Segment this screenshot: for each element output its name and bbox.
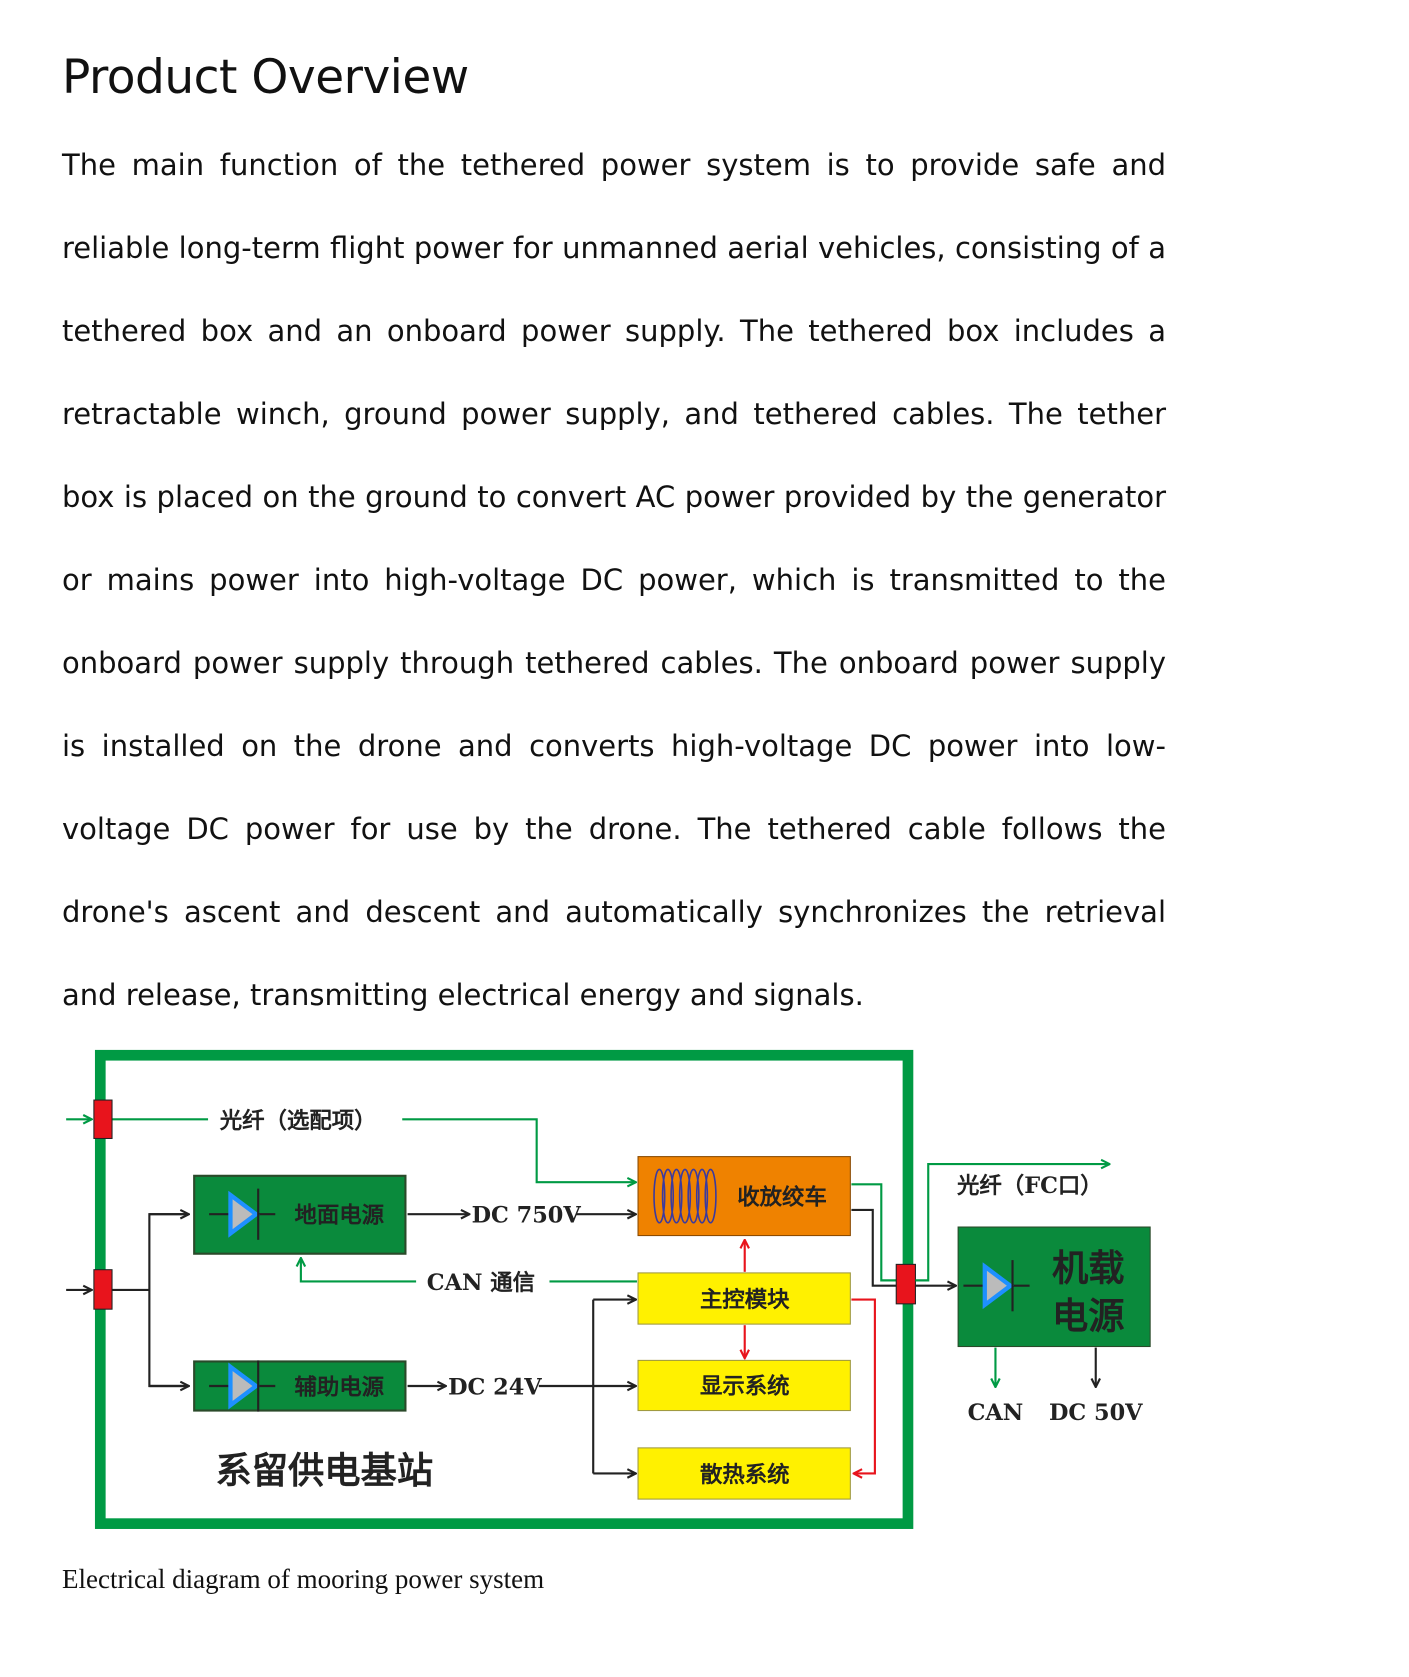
can-output-label: CAN	[968, 1400, 1024, 1426]
page-title: Product Overview	[62, 50, 469, 105]
cooling-box	[637, 1447, 851, 1500]
connector-power	[93, 1269, 113, 1310]
overview-paragraph: The main function of the tethered power …	[62, 148, 1166, 1012]
dc24-label: DC 24V	[448, 1375, 542, 1401]
winch-label: 收放绞车	[737, 1184, 827, 1211]
fiber-fc-label: 光纤（FC口）	[956, 1172, 1103, 1199]
connector-fiber	[93, 1099, 113, 1140]
ground-power-label: 地面电源	[295, 1203, 385, 1229]
display-label: 显示系统	[700, 1372, 790, 1399]
main-control-box	[637, 1272, 851, 1325]
onboard-label-2: 电源	[1052, 1294, 1125, 1337]
figure-caption: Electrical diagram of mooring power syst…	[62, 1564, 545, 1594]
cooling-label: 散热系统	[700, 1461, 790, 1488]
display-box	[637, 1359, 851, 1412]
connector-tether	[895, 1263, 916, 1305]
dc750-label: DC 750V	[472, 1203, 582, 1229]
station-label: 系留供电基站	[216, 1449, 434, 1492]
coil-icon	[653, 1168, 717, 1224]
aux-power-label: 辅助电源	[295, 1374, 385, 1401]
main-control-label: 主控模块	[700, 1286, 790, 1313]
onboard-label-1: 机载	[1052, 1246, 1125, 1289]
fiber-optional-label: 光纤（选配项）	[219, 1107, 377, 1134]
can-comm-label: CAN 通信	[427, 1269, 535, 1296]
dc50-output-label: DC 50V	[1049, 1400, 1143, 1426]
